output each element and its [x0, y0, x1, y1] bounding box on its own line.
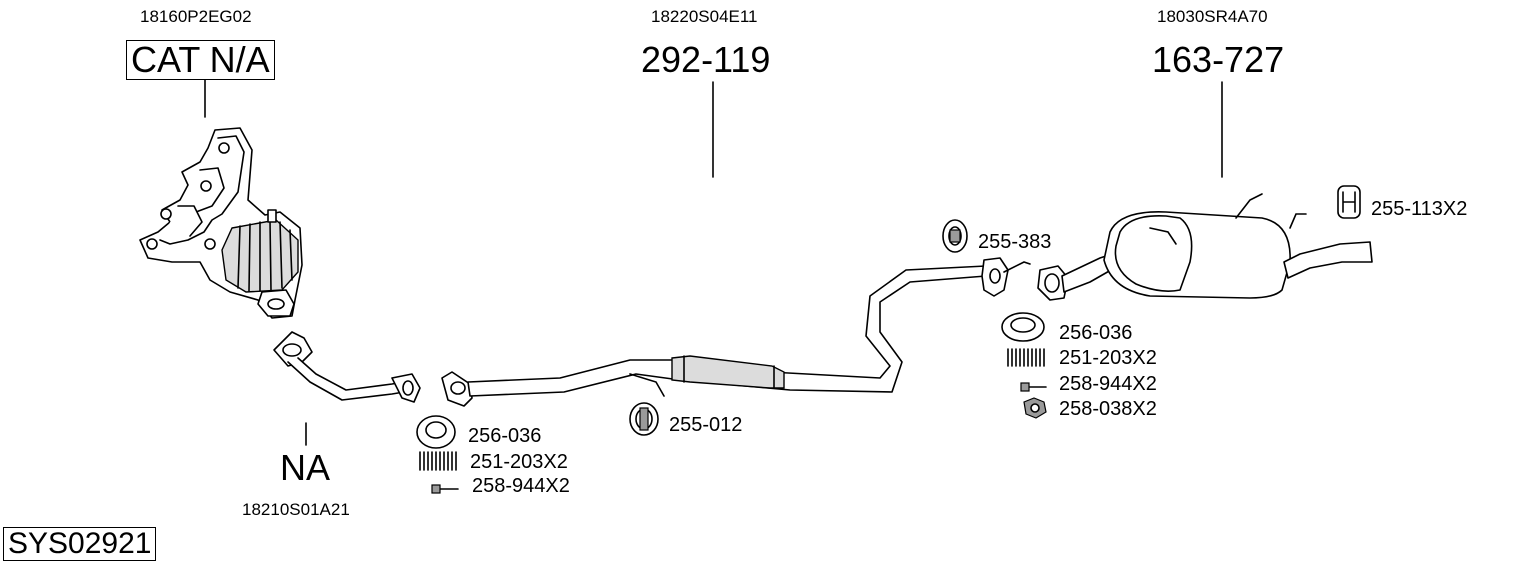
front-pipe-oem-number: 18210S01A21 [242, 500, 350, 519]
catalyst-part-label: CAT N/A [126, 40, 275, 80]
rear-gasket-part-number: 256-036 [1059, 322, 1133, 344]
rear-bolt-part-number: 258-944X2 [1059, 373, 1157, 395]
catalyst-manifold-drawing [139, 127, 303, 319]
middle-pipe-part-number: 292-119 [641, 39, 771, 80]
middle-hanger-part-number: 255-012 [669, 414, 743, 436]
middle-pipe-oem-number: 18220S04E11 [651, 7, 758, 26]
rear-nut-icon [1023, 397, 1047, 419]
front-pipe-drawing [273, 331, 421, 403]
rear-silencer-part-number: 163-727 [1152, 39, 1285, 80]
mid-hanger-part-number: 255-383 [978, 231, 1052, 253]
rear-gasket-icon [1001, 312, 1045, 342]
front-bolt-icon [431, 484, 459, 494]
front-gasket-part-number: 256-036 [468, 425, 542, 447]
system-code: SYS02921 [3, 527, 157, 561]
middle-hanger-icon [629, 402, 659, 436]
rear-nut-part-number: 258-038X2 [1059, 398, 1157, 420]
front-spring-part-number: 251-203X2 [470, 451, 568, 473]
rear-spring-icon [1007, 348, 1045, 367]
rear-silencer-drawing [1037, 193, 1373, 301]
front-gasket-icon [416, 415, 456, 449]
front-spring-icon [419, 451, 457, 471]
rear-bolt-icon [1020, 382, 1047, 392]
mid-hanger-icon [942, 219, 968, 253]
front-bolt-part-number: 258-944X2 [472, 475, 570, 497]
middle-pipe-drawing [441, 257, 1031, 407]
rear-silencer-oem-number: 18030SR4A70 [1157, 7, 1268, 26]
rear-hanger-icon [1337, 185, 1361, 219]
rear-spring-part-number: 251-203X2 [1059, 347, 1157, 369]
front-pipe-part-label: NA [280, 447, 331, 488]
catalyst-oem-number: 18160P2EG02 [140, 7, 252, 26]
rear-hanger-part-number: 255-113X2 [1371, 198, 1468, 220]
